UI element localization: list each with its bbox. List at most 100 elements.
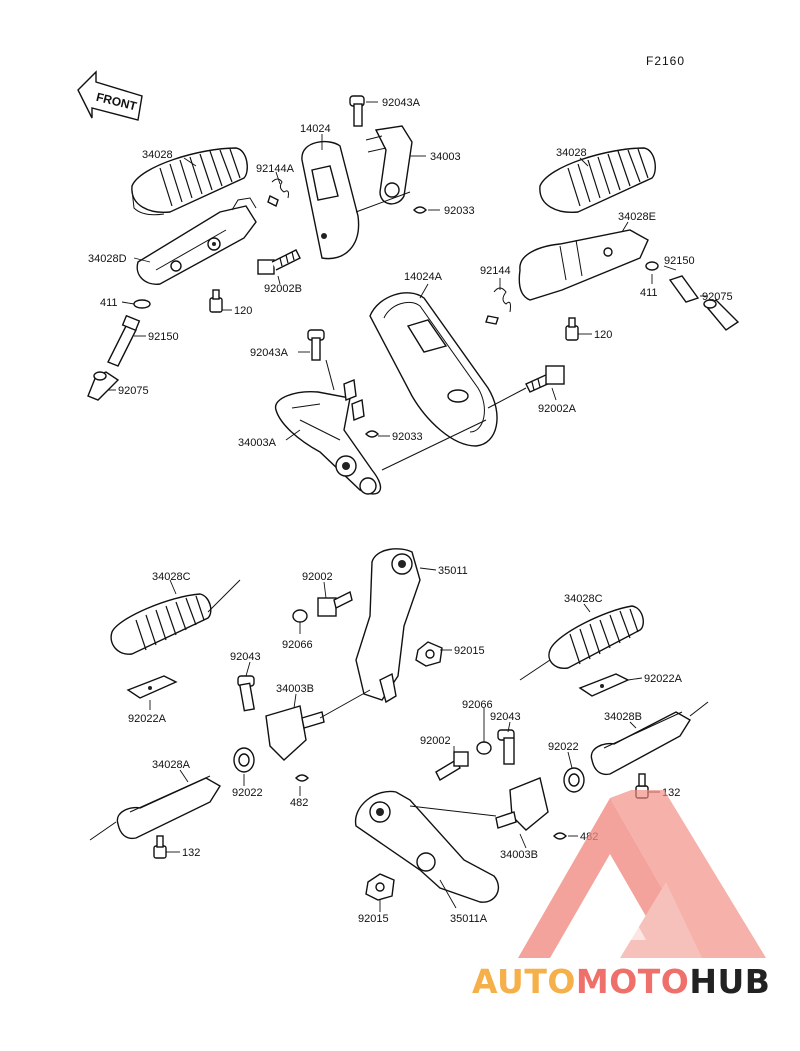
nut-92066-top xyxy=(292,609,308,623)
clip-482-right xyxy=(553,832,567,840)
plate-92022A-left xyxy=(126,675,178,699)
footpeg-rubber-34028C-right xyxy=(519,605,644,681)
diagram-code: F2160 xyxy=(646,54,685,68)
bolt-92002-top xyxy=(317,590,353,617)
footpeg-34028E xyxy=(518,229,649,301)
label-120-right: 120 xyxy=(594,329,612,341)
footpeg-34028B xyxy=(590,701,709,776)
label-92033-bottom: 92033 xyxy=(392,431,423,443)
washer-411-left xyxy=(133,299,151,309)
watermark-text: AUTOMOTOHUB xyxy=(472,962,770,1001)
watermark-auto: AUTO xyxy=(472,962,576,1001)
plate-14024 xyxy=(301,140,360,260)
nut-92015-top xyxy=(415,641,443,667)
front-arrow-icon: FRONT xyxy=(77,70,143,121)
label-92043-right: 92043 xyxy=(490,711,521,723)
label-92002-top: 92002 xyxy=(302,571,333,583)
watermark-hub: HUB xyxy=(689,962,771,1001)
label-120-left: 120 xyxy=(234,305,252,317)
clip-92033-bottom xyxy=(365,430,379,438)
label-34003B-left: 34003B xyxy=(276,683,314,695)
label-34028B: 34028B xyxy=(604,711,642,723)
label-92002A: 92002A xyxy=(538,403,577,415)
label-35011A: 35011A xyxy=(450,913,488,925)
watermark-logo-icon xyxy=(518,790,766,958)
part-labels: 34028 92144A 14024 92043A 34003 92033 34… xyxy=(88,97,733,925)
label-34003A: 34003A xyxy=(238,437,277,449)
pin-92150-right xyxy=(668,275,700,303)
footpeg-rubber-34028-right xyxy=(539,147,656,213)
label-482-left: 482 xyxy=(290,797,308,809)
plate-92022A-right xyxy=(578,673,630,697)
footpeg-34028A xyxy=(89,775,221,841)
bracket-34003B-left xyxy=(265,705,325,761)
bolt-120-left xyxy=(209,289,223,313)
label-34028-right: 34028 xyxy=(556,147,587,159)
label-92015-top: 92015 xyxy=(454,645,485,657)
bracket-34003A xyxy=(275,379,382,495)
label-92075-left: 92075 xyxy=(118,385,149,397)
footpeg-rubber-34028C-left xyxy=(110,579,241,655)
washer-411-right xyxy=(645,261,659,271)
label-92150-right: 92150 xyxy=(664,255,695,267)
label-34003B-right: 34003B xyxy=(500,849,538,861)
assembly-lines-top xyxy=(325,191,527,471)
plate-14024A xyxy=(369,292,498,447)
label-132-left: 132 xyxy=(182,847,200,859)
bolt-92002A xyxy=(525,365,565,393)
label-92043-left: 92043 xyxy=(230,651,261,663)
label-411-right: 411 xyxy=(640,287,658,299)
label-92022A-right: 92022A xyxy=(644,673,683,685)
pin-92043-right xyxy=(497,729,515,765)
label-92022-right: 92022 xyxy=(548,741,579,753)
pin-92150-left xyxy=(107,314,141,367)
label-92002B: 92002B xyxy=(264,283,302,295)
label-34028C-right: 34028C xyxy=(564,593,603,605)
label-14024: 14024 xyxy=(300,123,331,135)
cap-92075-right xyxy=(703,299,740,331)
clip-92033-top xyxy=(413,206,427,214)
bracket-35011A xyxy=(354,790,499,903)
bolt-132-left xyxy=(153,835,167,859)
label-92066-bottom: 92066 xyxy=(462,699,493,711)
label-92144: 92144 xyxy=(480,265,511,277)
pin-92043-left xyxy=(237,675,255,712)
label-92043A-bottom: 92043A xyxy=(250,347,289,359)
footpeg-rubber-34028-left xyxy=(131,147,248,216)
bracket-35011 xyxy=(319,548,421,719)
bolt-120-right xyxy=(565,317,579,341)
label-411-left: 411 xyxy=(100,297,118,309)
label-92144A: 92144A xyxy=(256,163,295,175)
label-34028A: 34028A xyxy=(152,759,191,771)
label-34028-left: 34028 xyxy=(142,149,173,161)
bracket-34003B-right xyxy=(495,777,549,831)
label-34003: 34003 xyxy=(430,151,461,163)
label-92150-left: 92150 xyxy=(148,331,179,343)
label-92022A-left: 92022A xyxy=(128,713,167,725)
pin-92043A-top xyxy=(349,95,365,127)
label-34028D: 34028D xyxy=(88,253,127,265)
clip-482-left xyxy=(295,774,309,782)
label-92066-top: 92066 xyxy=(282,639,313,651)
label-34028C-left: 34028C xyxy=(152,571,191,583)
label-34028E: 34028E xyxy=(618,211,656,223)
cap-92075-left xyxy=(87,371,120,401)
bolt-92002B xyxy=(257,249,301,275)
watermark-moto: MOTO xyxy=(575,962,690,1001)
label-35011: 35011 xyxy=(438,565,468,577)
label-92043A-top: 92043A xyxy=(382,97,421,109)
bracket-34003 xyxy=(365,125,413,205)
spring-92144A xyxy=(267,178,289,207)
label-92002-bottom: 92002 xyxy=(420,735,451,747)
label-92075-right: 92075 xyxy=(702,291,733,303)
footpeg-34028D xyxy=(136,197,257,285)
label-92022-left: 92022 xyxy=(232,787,263,799)
label-92015-bottom: 92015 xyxy=(358,913,389,925)
spring-92144 xyxy=(485,287,511,325)
pin-92043A-bottom xyxy=(307,329,325,361)
nut-92066-bottom xyxy=(476,741,492,755)
label-92033-top: 92033 xyxy=(444,205,475,217)
bolt-92002-bottom xyxy=(435,751,469,781)
